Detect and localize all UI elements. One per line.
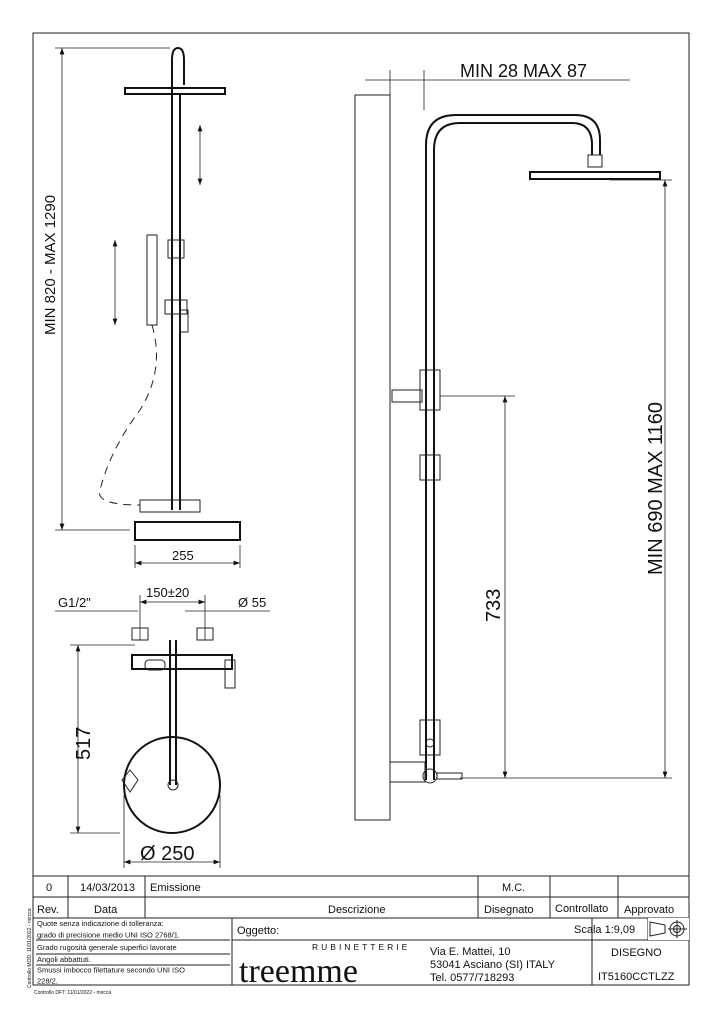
header-description: Descrizione — [328, 904, 385, 916]
header-checked: Controllato — [555, 903, 608, 915]
dim-flange: Ø 55 — [238, 595, 266, 610]
header-approved: Approvato — [624, 904, 674, 916]
date-value: 14/03/2013 — [80, 882, 135, 894]
note-chamfers-1: Smussi imbocco filettature secondo UNI I… — [37, 966, 185, 975]
note-angles: Angoli abbattuti. — [37, 955, 91, 964]
title-block: 0 14/03/2013 Emissione M.C. Rev. Data De… — [32, 875, 690, 990]
side-view: MIN 28 MAX 87 MIN 690 MAX 1160 733 — [354, 61, 672, 821]
plan-view: 150±20 G1/2" Ø 55 517 Ø 250 — [55, 585, 270, 868]
margin-note-bottom: Controllo DFT: 11/01/2022 - mircca — [34, 990, 111, 996]
brand-tagline: RUBINETTERIE — [312, 942, 410, 952]
drawing-code: IT5160CCTLZZ — [598, 971, 675, 983]
dim-outlet-height: 517 — [73, 727, 95, 760]
header-drawn: Disegnato — [484, 904, 534, 916]
margin-note-vertical: Controllo MOD: 11/01/2022 - mircca — [27, 908, 33, 988]
note-tolerance-1: Quote senza indicazione di tolleranza: — [37, 919, 164, 928]
subject-label: Oggetto: — [237, 925, 279, 937]
projection-symbol-icon — [648, 918, 689, 940]
rev-value: 0 — [46, 882, 52, 894]
wall-hatch — [354, 94, 391, 821]
dim-support-height: 733 — [483, 589, 505, 622]
note-tolerance-2: grado di precisione medio UNI ISO 2768/1… — [37, 931, 180, 940]
address-line-1: Via E. Mattei, 10 — [430, 946, 511, 958]
note-chamfers-2: 228/2. — [37, 977, 58, 986]
drawing-label: DISEGNO — [611, 947, 662, 959]
front-view: MIN 820 - MAX 1290 255 — [42, 46, 241, 568]
description-value: Emissione — [150, 882, 201, 894]
dim-height-range-left: MIN 820 - MAX 1290 — [42, 195, 59, 335]
header-rev: Rev. — [37, 904, 59, 916]
dim-height-range-right: MIN 690 MAX 1160 — [645, 402, 667, 575]
dim-wall-offset: MIN 28 MAX 87 — [460, 61, 587, 81]
scale-label: Scala 1:9,09 — [574, 924, 635, 936]
note-roughness: Grado rugosità generale superfici lavora… — [37, 943, 177, 952]
address-line-2: 53041 Asciano (SI) ITALY — [430, 959, 556, 971]
header-date: Data — [94, 904, 118, 916]
drawn-value: M.C. — [502, 882, 525, 894]
dim-center-distance: 150±20 — [146, 585, 189, 600]
dim-plate-diameter: Ø 250 — [140, 843, 194, 865]
dim-connection: G1/2" — [58, 595, 91, 610]
drawing-frame — [32, 32, 690, 986]
brand-logo: treemme — [239, 953, 358, 990]
dim-width: 255 — [172, 548, 194, 563]
phone: Tel. 0577/718293 — [430, 972, 514, 984]
